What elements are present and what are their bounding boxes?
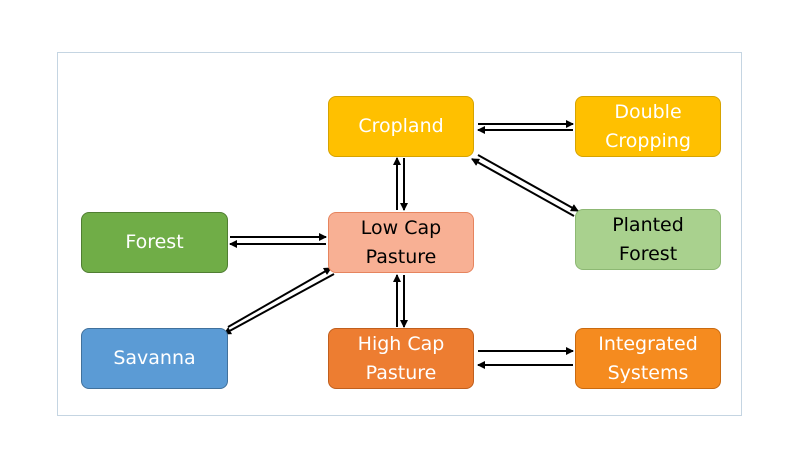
node-integrated-systems: Integrated Systems xyxy=(575,328,721,389)
node-double-cropping: Double Cropping xyxy=(575,96,721,157)
node-cropland: Cropland xyxy=(328,96,474,157)
node-planted-forest: Planted Forest xyxy=(575,209,721,270)
arrow-cropland-to-planted xyxy=(477,154,579,212)
arrow-lowcap-to-savanna xyxy=(223,273,335,335)
arrow-planted-to-cropland xyxy=(471,158,575,217)
node-high-cap-pasture: High Cap Pasture xyxy=(328,328,474,389)
node-low-cap-pasture: Low Cap Pasture xyxy=(328,212,474,273)
node-savanna: Savanna xyxy=(81,328,228,389)
node-forest: Forest xyxy=(81,212,228,273)
arrow-savanna-to-lowcap xyxy=(227,267,332,328)
